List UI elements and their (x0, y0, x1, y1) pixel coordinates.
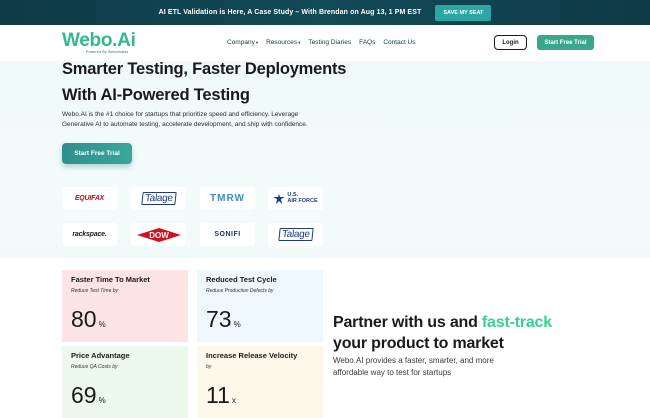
talage-wordmark: Talage (277, 228, 314, 241)
logo-talage-2: Talage (268, 223, 323, 246)
nav-item-faqs[interactable]: FAQs (359, 39, 375, 46)
nav-start-trial-button[interactable]: Start Free Trial (537, 35, 594, 50)
nav-item-contact-us[interactable]: Contact Us (383, 39, 415, 46)
tmrw-wordmark: TMRW (210, 193, 245, 204)
hero-section: Smarter Testing, Faster Deployments With… (0, 60, 650, 258)
nav-menu: Company ▾ Resources ▾ Testing Diaries FA… (227, 39, 416, 46)
stat-title: Price Advantage (71, 351, 130, 360)
logo-rackspace: rackspace. (62, 223, 117, 246)
hero-description: Webo.AI is the #1 choice for startups th… (62, 111, 308, 128)
nav-item-resources[interactable]: Resources ▾ (266, 39, 300, 46)
equifax-wordmark: EQUIFAX (74, 195, 105, 202)
stat-value: 69 (71, 382, 97, 408)
hero-start-trial-button[interactable]: Start Free Trial (62, 143, 132, 164)
logo-equifax: EQUIFAX (62, 187, 117, 210)
promo-text: Webo.AI provides a faster, smarter, and … (333, 356, 494, 377)
sonifi-wordmark: SONIFI (214, 231, 241, 238)
logo-dow: DOW (131, 223, 186, 246)
stat-unit: % (98, 320, 106, 329)
chevron-down-icon: ▾ (255, 39, 259, 45)
chevron-down-icon: ▾ (298, 39, 301, 45)
stat-value: 80 (71, 306, 97, 332)
logo-sonifi: SONIFI (200, 223, 255, 246)
main-nav: Webo.Ai Powered By Webomates Company ▾ R… (0, 25, 650, 61)
air-force-wings-icon (273, 193, 286, 204)
announcement-text: AI ETL Validation is Here, A Case Study … (158, 9, 422, 16)
stat-card-time-to-market: Faster Time To Market Reduce Test Time b… (62, 270, 188, 342)
talage-wordmark: Talage (140, 192, 177, 205)
stat-unit: x (231, 396, 236, 405)
dow-mark: DOW (136, 227, 181, 242)
stat-card-release-velocity: Increase Release Velocity by 11 x (197, 346, 323, 418)
login-button[interactable]: Login (494, 35, 527, 50)
dow-diamond-icon: DOW (136, 227, 181, 242)
stat-title: Reduced Test Cycle (206, 275, 277, 284)
stat-card-price-advantage: Price Advantage Reduce QA Costs by 69 % (62, 346, 188, 418)
stat-subtitle: by (206, 364, 212, 370)
usaf-wordmark: U.S. AIR FORCE (287, 192, 318, 204)
nav-item-label: Testing Diaries (308, 39, 352, 46)
hero-headline-line-1: Smarter Testing, Faster Deployments (62, 60, 347, 78)
stat-subtitle: Reduce QA Costs by (71, 364, 118, 370)
stat-card-test-cycle: Reduced Test Cycle Reduce Production Def… (197, 270, 323, 342)
nav-item-label: Contact Us (383, 39, 416, 46)
promo-heading-part-1: Partner with us and (333, 314, 482, 331)
announcement-bar: AI ETL Validation is Here, A Case Study … (0, 0, 650, 25)
brand-logo[interactable]: Webo.Ai Powered By Webomates (62, 31, 146, 57)
nav-item-label: Company (227, 39, 255, 46)
stat-value: 11 (206, 382, 230, 408)
dow-wordmark: DOW (149, 231, 169, 240)
rackspace-wordmark: rackspace. (72, 231, 107, 238)
stat-title: Increase Release Velocity (206, 351, 298, 360)
logo-talage: Talage (131, 187, 186, 210)
stat-value-row: 73 % (206, 306, 241, 333)
stat-value-row: 11 x (206, 382, 236, 409)
stat-unit: % (98, 396, 106, 405)
nav-item-testing-diaries[interactable]: Testing Diaries (308, 39, 351, 46)
nav-item-label: Resources (266, 39, 298, 46)
stat-value-row: 80 % (71, 306, 106, 333)
nav-item-label: FAQs (359, 39, 376, 46)
stat-title: Faster Time To Market (71, 275, 150, 284)
stat-subtitle: Reduce Test Time by (71, 288, 119, 294)
stat-value: 73 (206, 306, 232, 332)
logo-wordmark: Webo.Ai (62, 30, 136, 51)
stat-subtitle: Reduce Production Defects by (206, 288, 274, 294)
save-my-seat-button[interactable]: SAVE MY SEAT (435, 4, 492, 21)
stat-unit: % (233, 320, 241, 329)
hero-headline-line-2: With AI-Powered Testing (62, 86, 250, 104)
usaf-line-1: U.S. (287, 192, 299, 198)
logo-tmrw: TMRW (200, 187, 255, 210)
promo-heading-accent: fast-track (481, 314, 552, 331)
nav-item-company[interactable]: Company ▾ (227, 39, 258, 46)
logo-tagline: Powered By Webomates (86, 50, 129, 54)
stat-value-row: 69 % (71, 382, 106, 409)
logo-us-air-force: U.S. AIR FORCE (268, 187, 323, 210)
usaf-mark: U.S. AIR FORCE (273, 192, 318, 204)
usaf-line-2: AIR FORCE (287, 197, 318, 204)
promo-heading: Partner with us and fast-track your prod… (333, 312, 552, 354)
promo-heading-line-2: your product to market (333, 335, 504, 352)
